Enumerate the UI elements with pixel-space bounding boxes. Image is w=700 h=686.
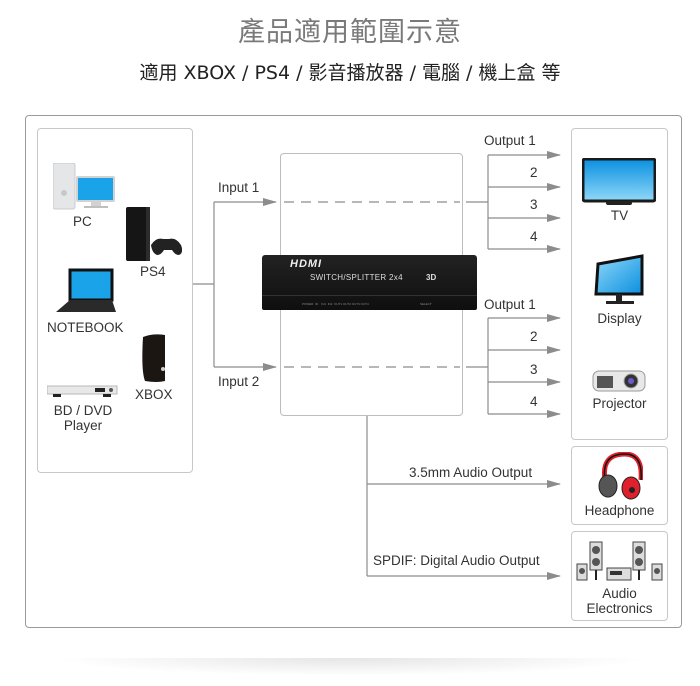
output-group2-label-4: 4 xyxy=(530,394,538,409)
device-model-text: SWITCH/SPLITTER 2x4 xyxy=(310,273,403,282)
device-3d-badge: 3D xyxy=(426,273,437,282)
notebook-icon xyxy=(56,268,116,312)
display-label-tv: TV xyxy=(610,208,629,223)
page-title: 產品適用範圍示意 xyxy=(238,17,462,48)
hdmi-switch-device: HDMI SWITCH/SPLITTER 2x4 3D POWER IR IN1… xyxy=(262,255,477,310)
diagram-frame xyxy=(25,115,682,628)
page-subtitle: 適用 XBOX / PS4 / 影音播放器 / 電腦 / 機上盒 等 xyxy=(139,62,561,84)
digital-audio-label: SPDIF: Digital Audio Output xyxy=(373,553,540,568)
source-label-xbox: XBOX xyxy=(135,387,173,402)
port-out4: OUT4 xyxy=(360,302,369,306)
output-group1-label-3: 3 xyxy=(530,197,538,212)
output-group2-label-3: 3 xyxy=(530,362,538,377)
display-label-projector: Projector xyxy=(592,396,647,411)
display-label-display: Display xyxy=(597,311,642,326)
port-in2: IN2 xyxy=(327,302,333,306)
headphone-label: Headphone xyxy=(584,503,655,518)
source-label-dvd: BD / DVD Player xyxy=(48,403,118,433)
device-select-button: SELECT xyxy=(420,302,432,306)
output-group1-label-4: 4 xyxy=(530,229,538,244)
output-group2-label-1: Output 1 xyxy=(484,297,536,312)
port-out1: OUT1 xyxy=(334,302,343,306)
input2-label: Input 2 xyxy=(218,374,260,389)
device-front-edge xyxy=(262,295,477,296)
output-group1-label-1: Output 1 xyxy=(484,133,536,148)
port-ir: IR xyxy=(315,302,319,306)
dvd-label-line1: BD / DVD xyxy=(53,403,113,418)
port-power: POWER xyxy=(302,302,314,306)
port-out3: OUT3 xyxy=(351,302,360,306)
tv-icon xyxy=(582,158,656,205)
audio-electronics-label-line1: Audio xyxy=(602,586,637,601)
headphone-icon xyxy=(598,452,643,500)
dvd-player-icon xyxy=(47,385,118,397)
input1-label: Input 1 xyxy=(218,180,260,195)
bottom-shadow xyxy=(50,658,650,676)
display-monitor-icon xyxy=(594,254,644,304)
pc-icon xyxy=(53,163,115,210)
source-label-notebook: NOTEBOOK xyxy=(47,320,124,335)
projector-icon xyxy=(592,370,646,392)
source-label-pc: PC xyxy=(73,214,92,229)
source-label-ps4: PS4 xyxy=(140,264,166,279)
headphone-panel xyxy=(571,446,668,525)
output-group1-label-2: 2 xyxy=(530,165,538,180)
analog-audio-label: 3.5mm Audio Output xyxy=(409,465,533,480)
output-group2-label-2: 2 xyxy=(530,329,538,344)
audio-electronics-label-line2: Electronics xyxy=(586,601,653,616)
dvd-label-line2: Player xyxy=(63,418,103,433)
audio-electronics-icon xyxy=(576,541,663,581)
ps4-icon xyxy=(126,207,182,261)
device-ports-row: POWER IR IN1 IN2 OUT1 OUT2 OUT3 OUT4 xyxy=(302,302,369,306)
port-out2: OUT2 xyxy=(342,302,351,306)
device-brand-logo: HDMI xyxy=(290,258,323,270)
port-in1: IN1 xyxy=(321,302,327,306)
xbox-icon xyxy=(142,334,165,382)
audio-electronics-label: Audio Electronics xyxy=(571,586,668,616)
